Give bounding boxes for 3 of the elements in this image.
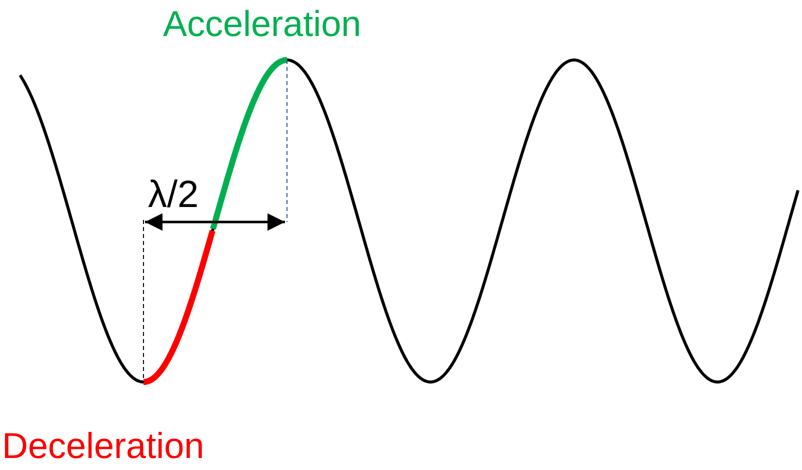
wavelength-label: λ/2 [148, 176, 199, 214]
acceleration-label: Acceleration [163, 6, 362, 42]
deceleration-label: Deceleration [2, 428, 204, 464]
